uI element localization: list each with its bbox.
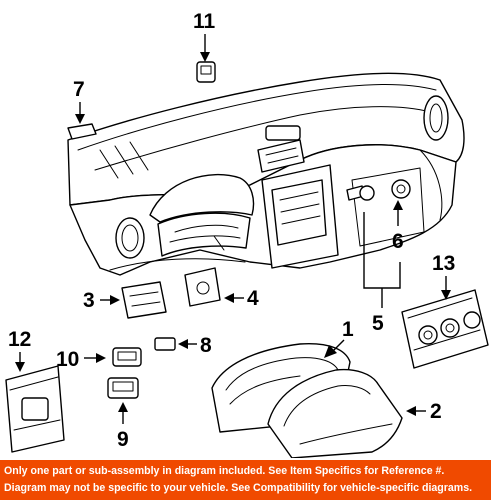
svg-text:9: 9 xyxy=(117,428,129,451)
svg-text:2: 2 xyxy=(430,400,442,423)
part-13-climate-control xyxy=(401,289,489,369)
svg-text:6: 6 xyxy=(392,230,404,253)
callout-9: 9 xyxy=(117,402,129,451)
part-7-plug xyxy=(67,123,97,140)
svg-text:7: 7 xyxy=(73,78,85,101)
svg-text:12: 12 xyxy=(8,328,31,351)
callout-12: 12 xyxy=(8,328,31,372)
part-4-switch xyxy=(184,267,221,307)
part-3-switch-assembly xyxy=(121,281,167,319)
callout-5: 5 xyxy=(363,212,401,335)
svg-text:11: 11 xyxy=(193,10,216,33)
svg-text:5: 5 xyxy=(372,312,384,335)
callout-11: 11 xyxy=(193,10,216,62)
parts-diagram: 11 7 6 5 13 xyxy=(5,10,489,458)
callout-7: 7 xyxy=(73,78,85,124)
svg-text:8: 8 xyxy=(200,334,212,357)
part-2-cluster-trim xyxy=(267,368,403,458)
callout-4: 4 xyxy=(224,287,259,310)
callout-13: 13 xyxy=(432,252,455,300)
part-11-switch xyxy=(196,61,216,83)
disclaimer-line-1: Only one part or sub-assembly in diagram… xyxy=(4,465,445,477)
callout-6: 6 xyxy=(392,200,404,253)
svg-text:1: 1 xyxy=(342,318,354,341)
part-5-sensor xyxy=(346,185,375,201)
callout-3: 3 xyxy=(83,289,120,312)
svg-text:3: 3 xyxy=(83,289,95,312)
callout-1: 1 xyxy=(324,318,354,358)
instrument-panel-illustration xyxy=(67,72,465,276)
part-6-knob xyxy=(391,179,411,199)
part-12-control-module xyxy=(5,365,65,453)
disclaimer-banner: Only one part or sub-assembly in diagram… xyxy=(0,460,491,500)
callout-2: 2 xyxy=(406,400,442,423)
part-8-connector xyxy=(154,337,176,351)
svg-text:13: 13 xyxy=(432,252,455,275)
svg-text:10: 10 xyxy=(56,348,79,371)
part-10-switch xyxy=(112,347,142,367)
callout-10: 10 xyxy=(56,348,106,371)
callout-8: 8 xyxy=(178,334,212,357)
disclaimer-line-2: Diagram may not be specific to your vehi… xyxy=(4,482,473,494)
part-9-switch xyxy=(107,377,139,399)
svg-text:4: 4 xyxy=(247,287,259,310)
